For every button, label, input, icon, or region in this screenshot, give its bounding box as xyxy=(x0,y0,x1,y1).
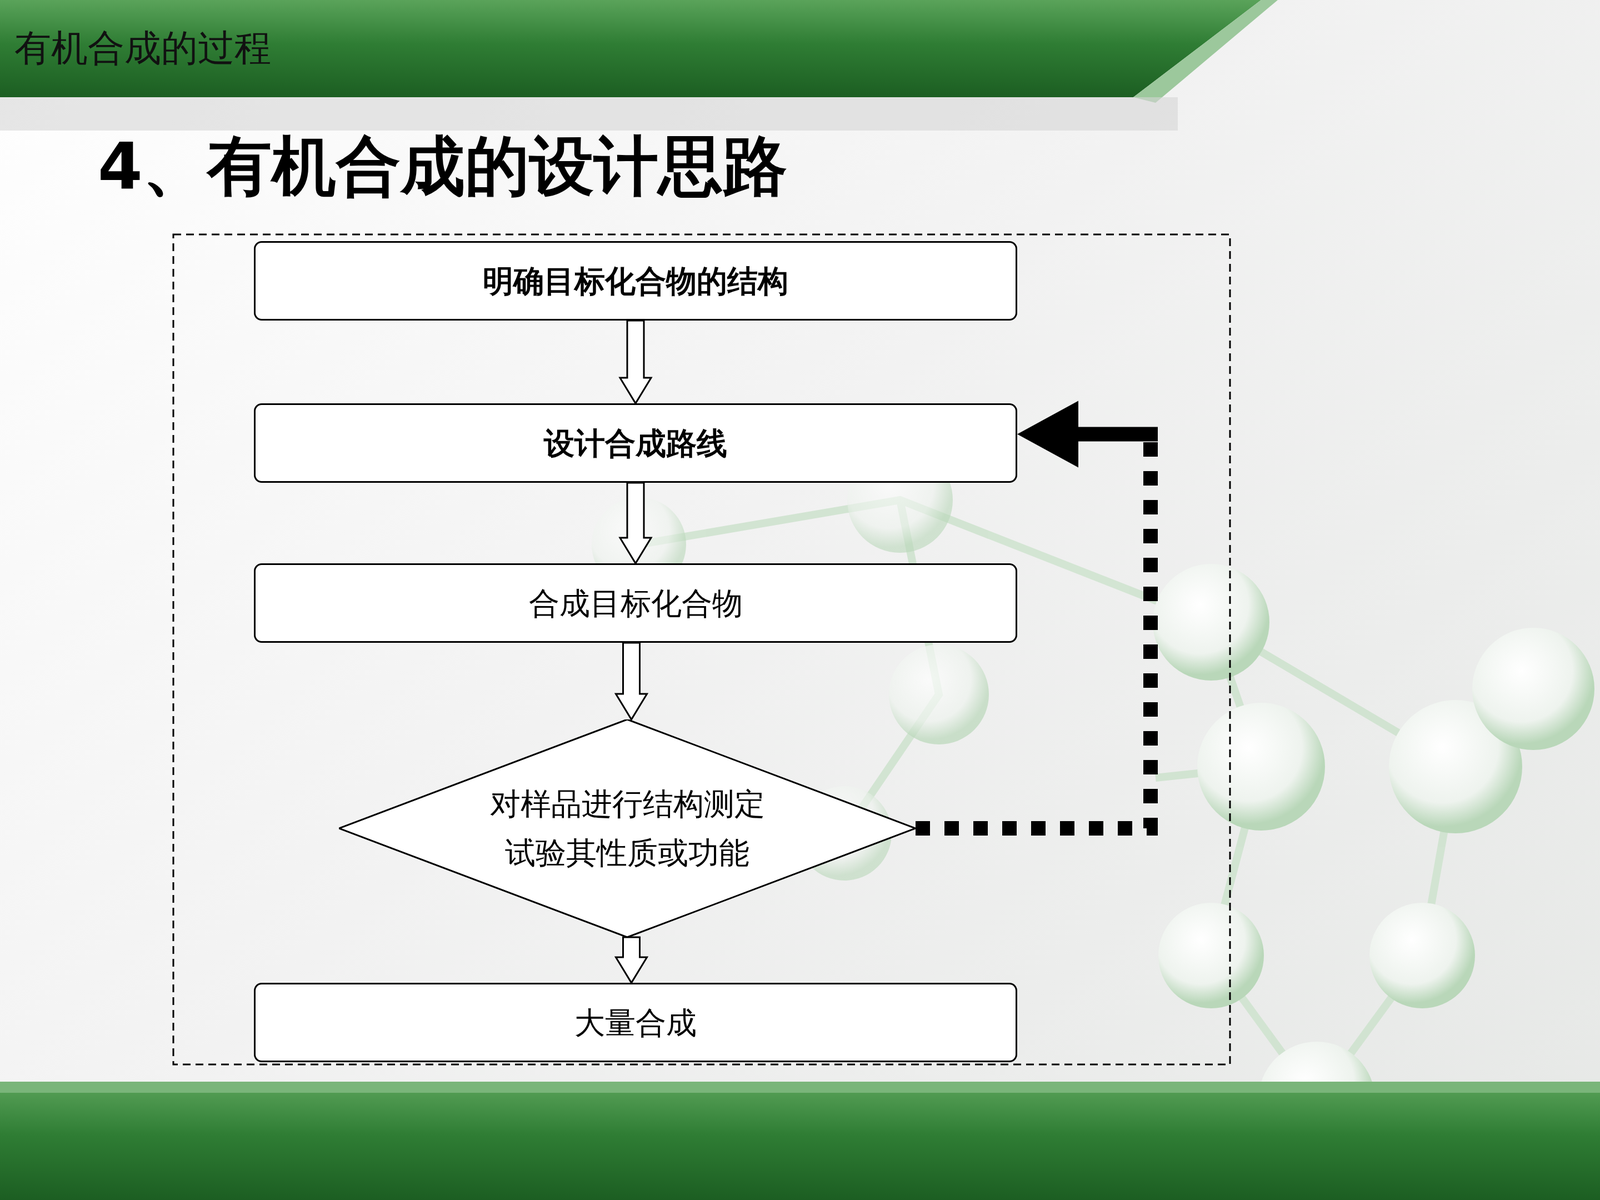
process-box: 大量合成 xyxy=(253,982,1018,1063)
flow-arrow xyxy=(620,482,652,564)
flow-arrow xyxy=(616,642,648,720)
process-box: 明确目标化合物的结构 xyxy=(253,241,1018,321)
flow-arrow xyxy=(620,320,652,404)
decision-diamond: 对样品进行结构测定 试验其性质或功能 xyxy=(338,719,916,938)
node-text: 对样品进行结构测定 试验其性质或功能 xyxy=(463,773,791,883)
diamond-outline xyxy=(338,719,916,938)
header-label: 有机合成的过程 xyxy=(14,23,272,74)
process-box: 设计合成路线 xyxy=(253,403,1018,483)
node-text: 明确目标化合物的结构 xyxy=(469,251,802,312)
node-text: 大量合成 xyxy=(561,992,710,1053)
flow-arrow xyxy=(616,937,648,983)
node-text: 设计合成路线 xyxy=(530,413,741,474)
node-text: 合成目标化合物 xyxy=(515,573,757,634)
slide-title: 4、有机合成的设计思路 xyxy=(97,123,788,210)
process-box: 合成目标化合物 xyxy=(253,563,1018,643)
